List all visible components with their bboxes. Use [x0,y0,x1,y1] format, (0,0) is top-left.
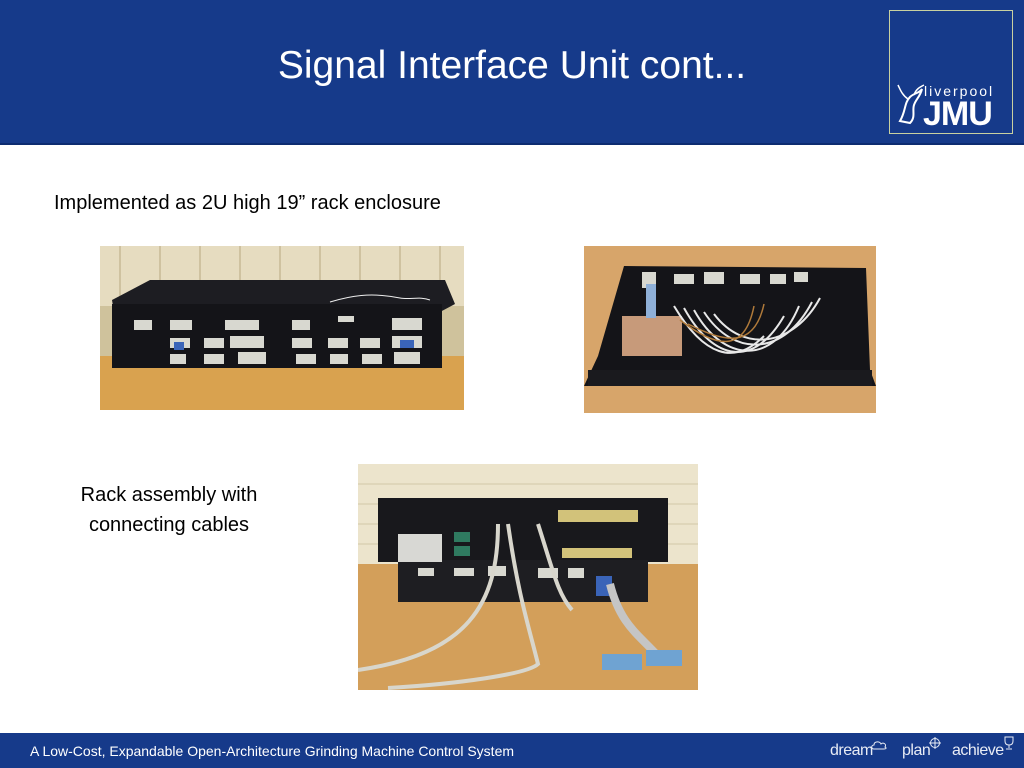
footer-bar: A Low-Cost, Expandable Open-Architecture… [0,733,1024,768]
logo-jmu-text: JMU [923,95,993,133]
jmu-logo: liverpool JMU [889,10,1013,134]
trophy-icon [1004,736,1014,750]
slide-title: Signal Interface Unit cont... [277,44,747,87]
cloud-icon [871,741,887,750]
enclosure-front-photo [100,246,464,410]
tag-plan: plan [902,742,931,759]
enclosure-internal-wiring-photo [584,246,876,413]
rack-assembly-cables-photo [358,464,698,690]
header-divider [0,143,1024,145]
rack-caption-line-2: connecting cables [88,514,250,536]
liver-bird-icon [897,84,925,125]
implementation-text: Implemented as 2U high 19” rack enclosur… [54,192,441,214]
rack-caption-line-1: Rack assembly with [80,484,258,506]
rack-assembly-caption: Rack assembly with connecting cables [56,480,282,540]
tag-dream: dream [830,742,873,759]
header-bar: Signal Interface Unit cont... liverpool … [0,0,1024,143]
crosshair-icon [929,737,941,749]
footer-title: A Low-Cost, Expandable Open-Architecture… [30,743,515,759]
logo-liverpool-text: liverpool [924,83,995,99]
tag-achieve: achieve [952,742,1004,759]
